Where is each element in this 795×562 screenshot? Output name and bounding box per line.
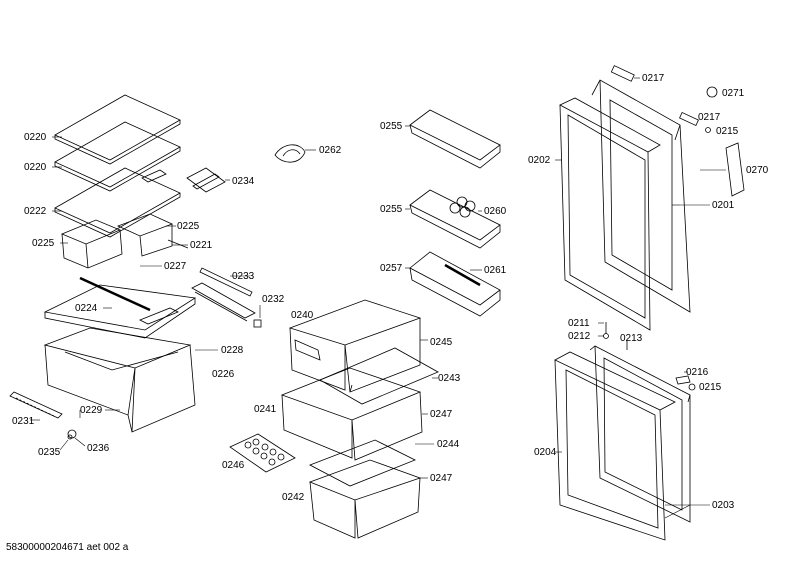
- label-0201: 0201: [712, 200, 735, 211]
- label-0233: 0233: [232, 271, 255, 282]
- label-0225a: 0225: [32, 238, 55, 249]
- label-0202: 0202: [528, 155, 551, 166]
- label-0227: 0227: [164, 261, 187, 272]
- label-0212: 0212: [568, 331, 591, 342]
- screw-0215b: [688, 383, 696, 391]
- label-0247b: 0247: [430, 473, 453, 484]
- label-0242: 0242: [282, 492, 305, 503]
- glass-shelf-middle: [54, 121, 181, 192]
- label-0203: 0203: [712, 500, 735, 511]
- label-0217b: 0217: [698, 112, 721, 123]
- label-0255a: 0255: [380, 121, 403, 132]
- glass-shelf-top: [54, 94, 181, 165]
- label-0260: 0260: [484, 206, 507, 217]
- label-0235: 0235: [38, 447, 61, 458]
- label-0231: 0231: [12, 416, 35, 427]
- label-0221: 0221: [190, 240, 213, 251]
- label-0232: 0232: [262, 294, 285, 305]
- label-0245: 0245: [430, 337, 453, 348]
- clip-part: [274, 144, 306, 163]
- label-0270: 0270: [746, 165, 769, 176]
- door-balcony-middle: [409, 189, 501, 249]
- label-0271: 0271: [722, 88, 745, 99]
- small-container-right: [116, 213, 174, 257]
- small-screw-head: [67, 434, 73, 440]
- label-0216: 0216: [686, 367, 709, 378]
- label-0240: 0240: [291, 310, 314, 321]
- part-labels: 0220 0220 0222 0225 0225 0221 0227 0224 …: [12, 73, 769, 511]
- vegetable-drawer: [43, 327, 196, 433]
- rail-clip: [253, 319, 262, 328]
- shelf-trim-box: [186, 167, 226, 193]
- hinge-cover-top: [610, 65, 635, 82]
- holder-rod: [167, 239, 189, 249]
- label-0234: 0234: [232, 176, 255, 187]
- label-0262: 0262: [319, 145, 342, 156]
- door-balcony-bottom: [409, 251, 501, 317]
- label-0213: 0213: [620, 333, 643, 344]
- freezer-divider-0244: [309, 439, 416, 487]
- label-0246: 0246: [222, 460, 245, 471]
- control-panel-0270: [725, 142, 745, 197]
- label-0243: 0243: [438, 373, 461, 384]
- label-0255b: 0255: [380, 204, 403, 215]
- freezer-drawer-middle: [280, 367, 423, 461]
- label-0261: 0261: [484, 265, 507, 276]
- label-0204: 0204: [534, 447, 557, 458]
- label-0226: 0226: [212, 369, 235, 380]
- document-id-footer: 58300000204671 aet 002 a: [6, 542, 129, 553]
- glass-shelf-lower: [54, 167, 181, 238]
- lower-door: [554, 345, 691, 541]
- label-0247a: 0247: [430, 409, 453, 420]
- screw-0215: [705, 127, 711, 133]
- label-0217a: 0217: [642, 73, 665, 84]
- label-0220a: 0220: [24, 132, 47, 143]
- label-0215a: 0215: [716, 126, 739, 137]
- label-0241: 0241: [254, 404, 277, 415]
- hinge-knob: [706, 86, 718, 98]
- drawer-rail: [9, 391, 63, 419]
- label-0211: 0211: [568, 318, 590, 329]
- door-balcony-top: [409, 109, 501, 169]
- label-0215b: 0215: [699, 382, 722, 393]
- label-0220b: 0220: [24, 162, 47, 173]
- hinge-cover-right: [679, 111, 699, 127]
- hinge-0216: [675, 375, 691, 385]
- label-0228: 0228: [221, 345, 244, 356]
- freezer-divider-0243: [319, 347, 439, 405]
- small-container-left: [60, 219, 123, 269]
- washer-0212: [603, 333, 609, 339]
- rail-lower: [191, 282, 256, 322]
- label-0224: 0224: [75, 303, 98, 314]
- label-0222: 0222: [24, 206, 47, 217]
- label-0244: 0244: [437, 439, 460, 450]
- rail-upper: [199, 267, 253, 297]
- freezer-drawer-bottom: [308, 459, 422, 539]
- label-0225b: 0225: [177, 221, 200, 232]
- leader-lines: [30, 77, 726, 519]
- upper-door: [559, 79, 691, 331]
- label-0236: 0236: [87, 443, 110, 454]
- label-0229: 0229: [80, 405, 103, 416]
- ice-tray: [229, 433, 296, 473]
- drawer-cover-frame: [43, 276, 197, 339]
- label-0257: 0257: [380, 263, 403, 274]
